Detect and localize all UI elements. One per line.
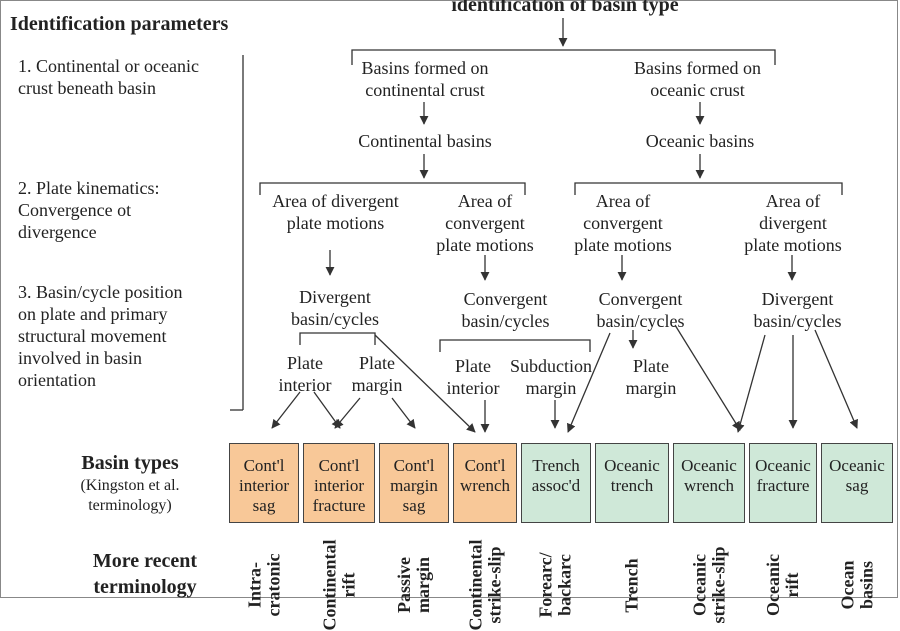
node-cont-divergent-area: Area of divergent plate motions [272,191,399,233]
node-plate-margin-2: Plate margin [625,356,677,398]
basin-type-box: Oceanic trench [595,443,669,523]
node-continental-crust: Basins formed on continental crust [361,58,489,100]
node-oceanic-basins: Oceanic basins [645,131,755,151]
basin-types-heading: Basin types [81,452,179,474]
recent-term-label: Oceanic strike-slip [689,546,729,624]
node-ocean-convergent-area: Area of convergent plate motions [574,191,672,255]
node-plate-interior-2: Plate interior [446,356,500,398]
node-continental-basins: Continental basins [358,131,492,151]
recent-term-label: Intra- cratonic [243,553,283,617]
basin-type-box: Oceanic wrench [673,443,745,523]
parameter-2: 2. Plate kinematics: Convergence ot dive… [18,178,160,242]
node-oceanic-crust: Basins formed on oceanic crust [634,58,761,100]
node-plate-interior-1: Plate interior [278,353,332,395]
basin-type-box: Oceanic fracture [749,443,817,523]
recent-term-label: Oceanic rift [762,554,802,616]
parameter-1: 1. Continental or oceanic crust beneath … [18,56,199,98]
basin-types-subtitle: (Kingston et al. terminology) [80,477,180,514]
recent-term-label: Continental strike-slip [465,539,505,631]
recent-term-label: Continental rift [319,539,359,631]
recent-term-label: Passive margin [394,557,433,613]
node-cont-divergent-cycles: Divergent basin/cycles [291,287,379,329]
recent-terminology-heading: More recent terminology [92,550,198,598]
basin-type-box: Cont'l interior sag [229,443,299,523]
flow-connectors [230,18,858,433]
recent-term-label: Trench [621,557,642,613]
basin-type-box: Oceanic sag [821,443,893,523]
basin-type-box: Cont'l wrench [453,443,517,523]
parameter-3: 3. Basin/cycle position on plate and pri… [18,282,183,390]
node-subduction-margin: Subduction margin [509,356,592,398]
basin-type-box: Trench assoc'd [521,443,591,523]
node-plate-margin-1: Plate margin [351,353,403,395]
node-cont-convergent-area: Area of convergent plate motions [436,191,534,255]
basin-type-box: Cont'l interior fracture [303,443,375,523]
recent-term-label: Ocean basins [837,560,876,610]
node-cont-convergent-cycles: Convergent basin/cycles [461,289,550,331]
node-ocean-divergent-cycles: Divergent basin/cycles [753,289,842,331]
node-ocean-convergent-cycles: Convergent basin/cycles [596,289,685,331]
parameters-heading: Identification parameters [10,13,229,35]
basin-type-box: Cont'l margin sag [379,443,449,523]
diagram-title: identification of basin type [451,0,679,16]
node-ocean-divergent-area: Area of divergent plate motions [744,191,842,255]
recent-term-label: Forearc/ backarc [536,552,575,618]
